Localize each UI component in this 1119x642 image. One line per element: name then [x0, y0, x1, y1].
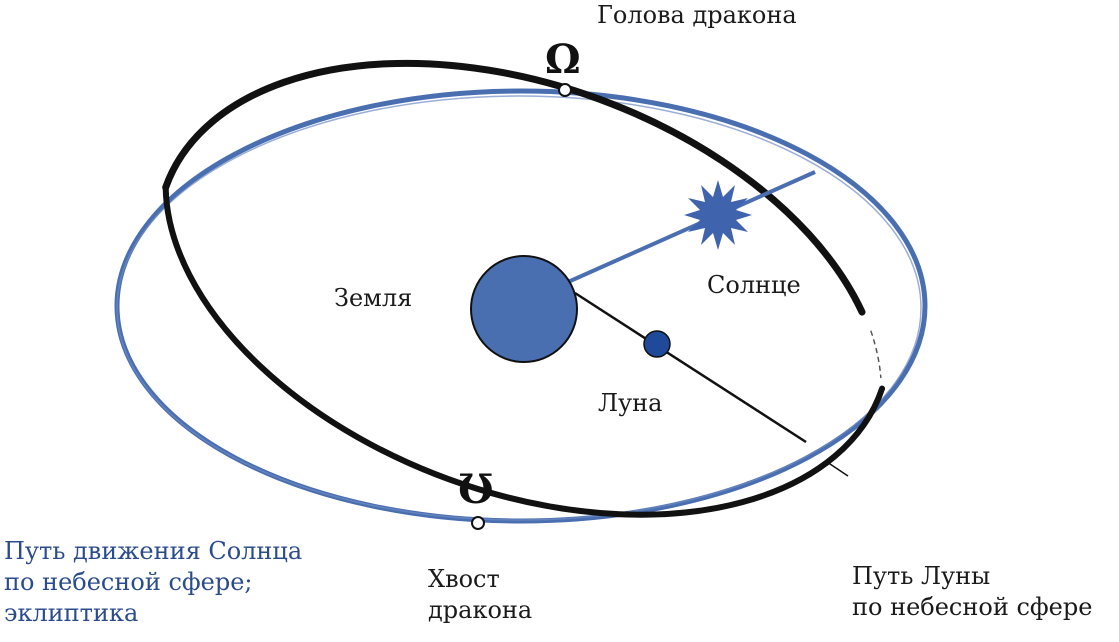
- dragon-tail-line1: Хвост: [428, 565, 500, 593]
- moon-line-tick: [826, 461, 849, 477]
- earth-sun-line: [567, 170, 816, 284]
- earth: [470, 255, 578, 363]
- sun: [684, 180, 752, 250]
- moon: [643, 330, 671, 358]
- ascending-node-point: [558, 83, 572, 97]
- ecliptic-label-line3: эклиптика: [4, 599, 139, 627]
- moon-orbit: [162, 59, 886, 518]
- earth-moon-line: [574, 291, 807, 444]
- earth-label: Земля: [334, 284, 413, 312]
- ecliptic-label-line1: Путь движения Солнца: [4, 537, 303, 565]
- ecliptic-label-line2: по небесной сфере;: [4, 568, 253, 596]
- dragon-tail-line2: дракона: [428, 596, 533, 624]
- ascending-node-symbol: Ω: [545, 36, 581, 83]
- ecliptic-orbit-sketch: [116, 95, 922, 521]
- descending-node-symbol: Ʊ: [458, 466, 494, 513]
- moon-label: Луна: [598, 389, 663, 417]
- ecliptic-label: Путь движения Солнца по небесной сфере; …: [4, 536, 302, 629]
- moon-path-label: Путь Луны по небесной сфере: [852, 561, 1092, 623]
- descending-node-point: [471, 516, 485, 530]
- dragon-head-label: Голова дракона: [597, 1, 797, 29]
- dragon-tail-label: Хвост дракона: [428, 564, 532, 626]
- sun-label: Солнце: [707, 271, 801, 299]
- moon-path-label-line2: по небесной сфере: [852, 593, 1093, 621]
- moon-path-label-line1: Путь Луны: [852, 562, 991, 590]
